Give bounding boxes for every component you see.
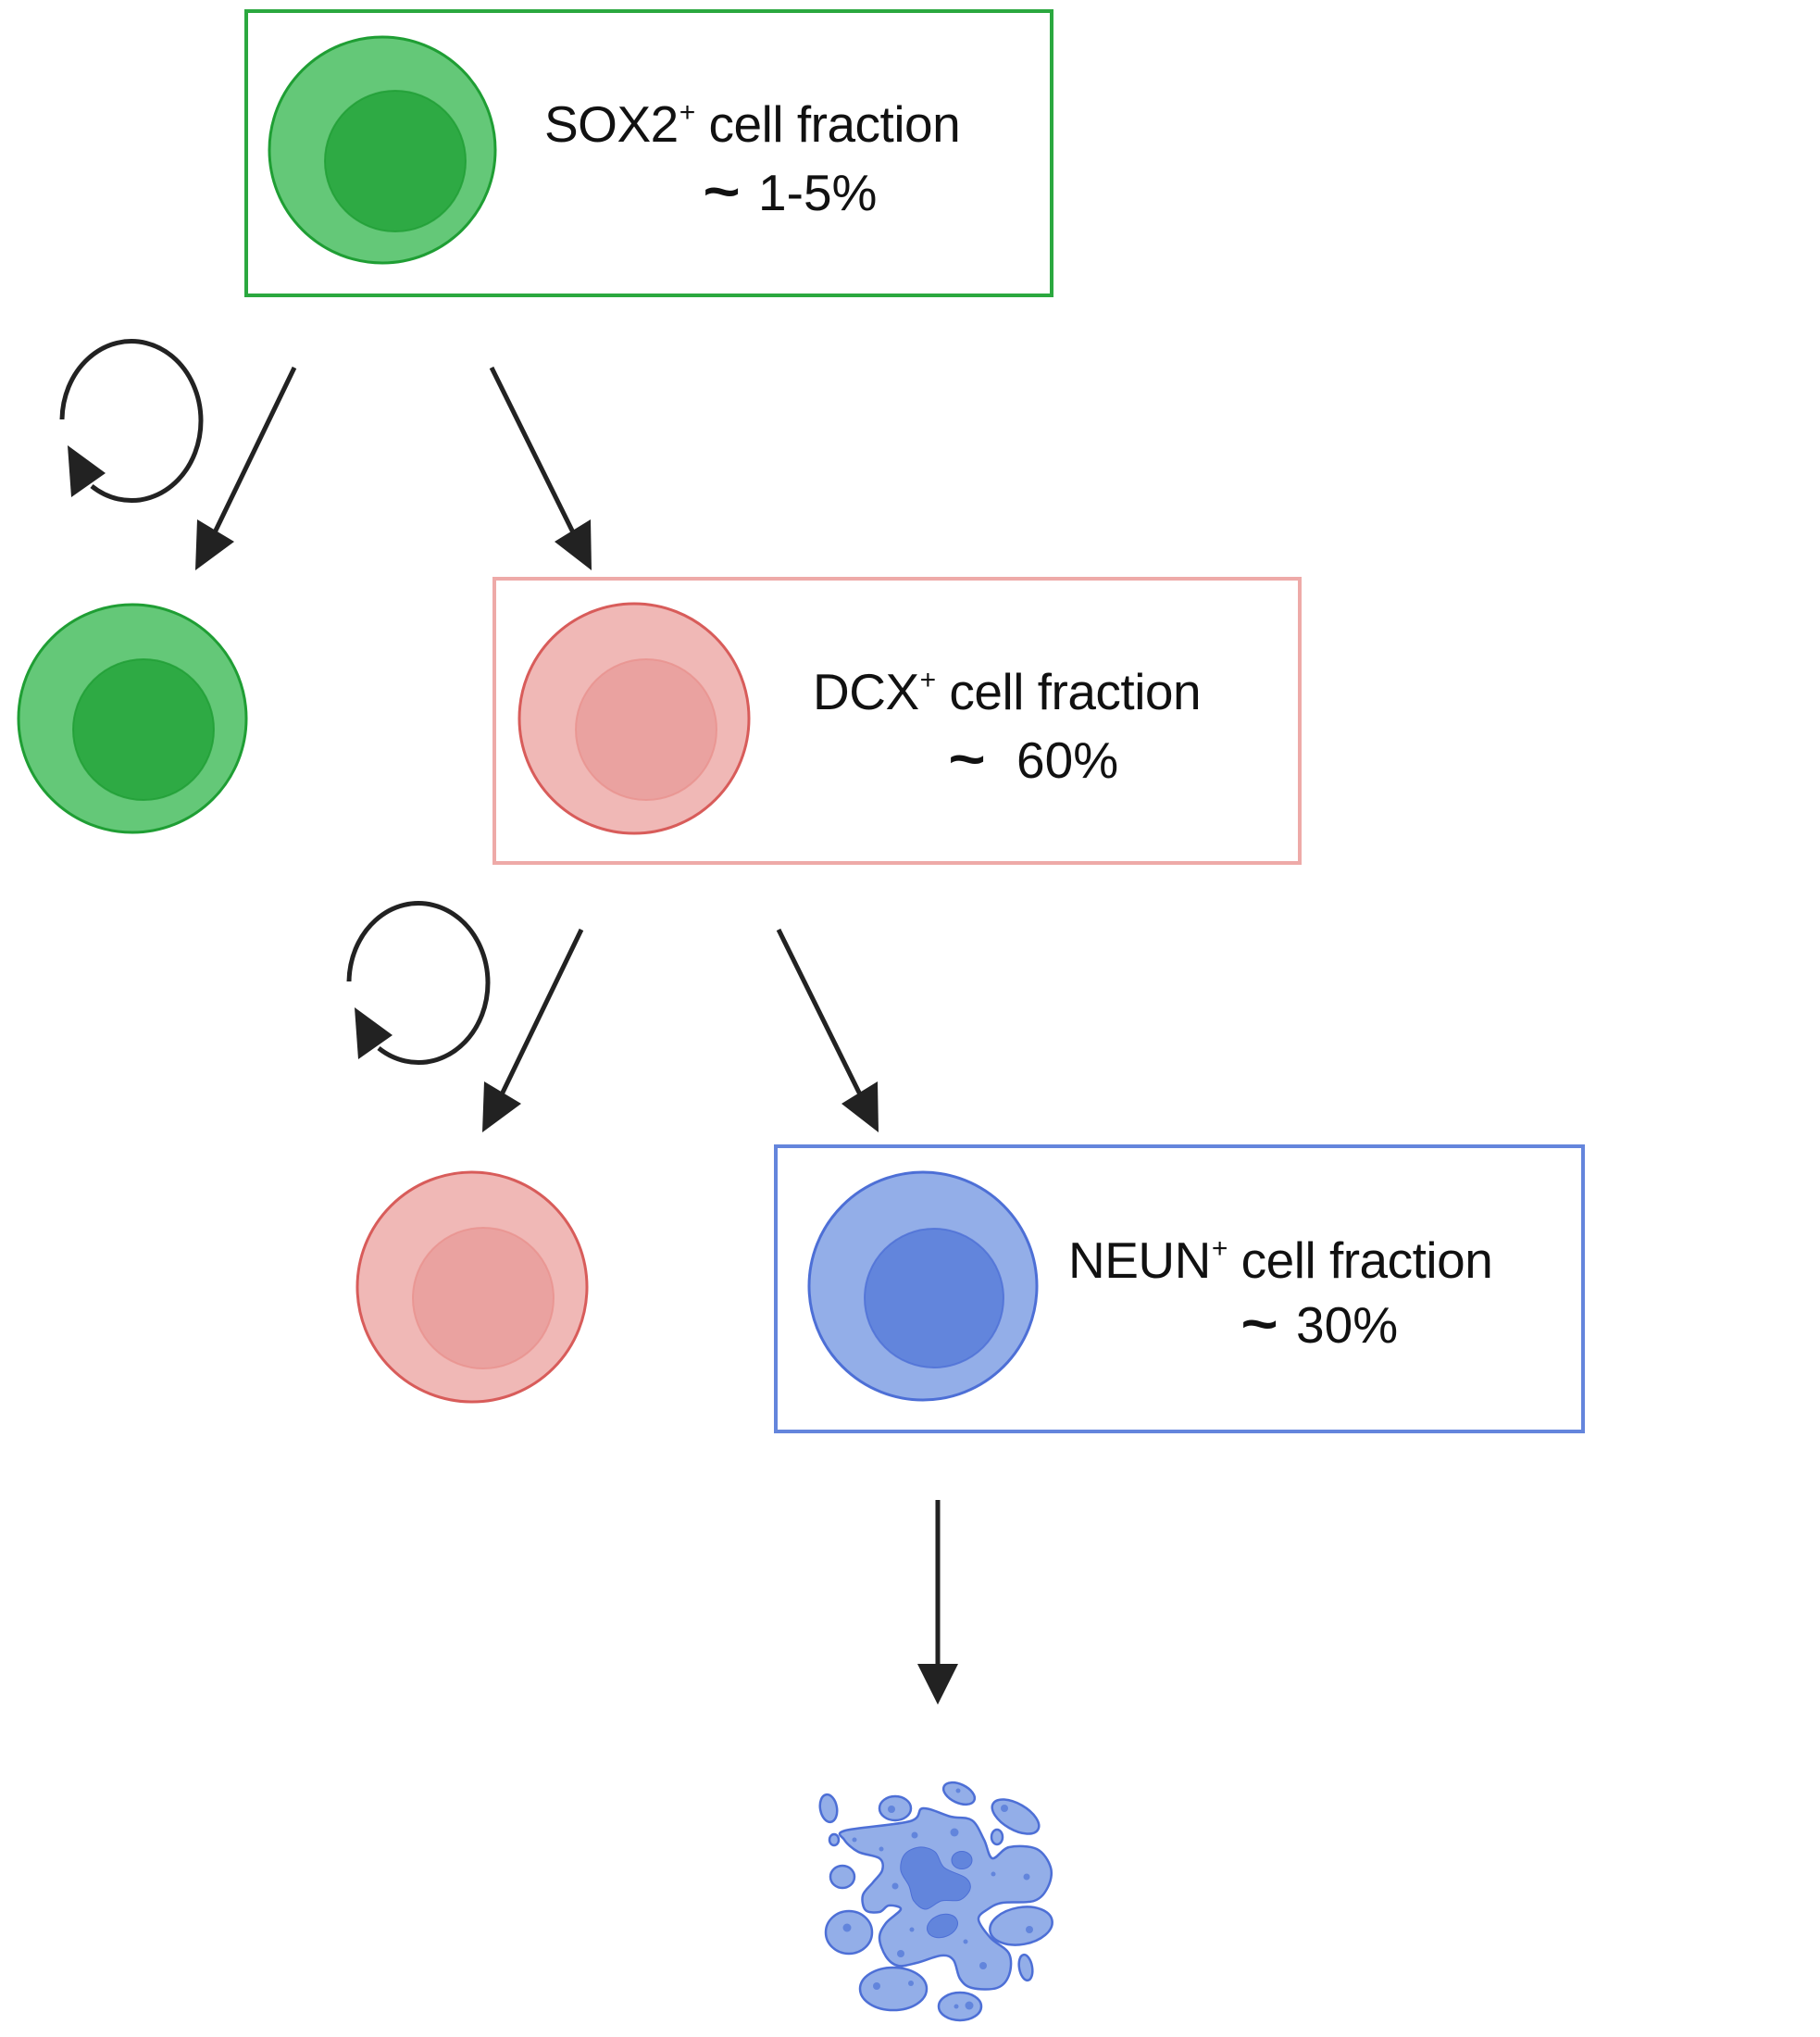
dcx-daughter-cell-icon <box>355 1170 589 1404</box>
dcx-fraction: ~60% <box>948 728 1119 790</box>
self-renewal-loop-icon <box>59 339 204 504</box>
dcx-suffix: cell fraction <box>935 663 1202 720</box>
dcx-cell-icon <box>517 602 751 835</box>
approx-symbol: ~ <box>1240 1293 1278 1355</box>
apoptotic-fragment <box>1017 1953 1034 1982</box>
sox2-stage-box <box>244 9 1053 297</box>
sox2-suffix: cell fraction <box>694 95 961 153</box>
sox2-transitions <box>59 339 592 570</box>
approx-symbol: ~ <box>948 728 986 790</box>
dcx-label: DCX+ cell fraction <box>813 665 1202 718</box>
arrow-down-right-icon <box>489 366 592 570</box>
apoptotic-fragment <box>990 1828 1004 1846</box>
granule <box>842 1923 852 1932</box>
granule <box>911 1831 918 1839</box>
sox2-daughter-cell-icon <box>17 603 248 834</box>
neun-superscript: + <box>1211 1233 1228 1264</box>
sox2-fraction-value: 1-5% <box>758 164 878 221</box>
granule <box>979 1962 987 1969</box>
arrow-down-left-icon <box>195 366 297 570</box>
granule <box>873 1982 880 1990</box>
granule <box>908 1981 914 1986</box>
dcx-superscript: + <box>919 665 937 695</box>
apoptotic-fragment <box>824 1909 874 1956</box>
apoptotic-cell-icon <box>818 1781 1053 2022</box>
apoptotic-fragment <box>941 1781 977 1806</box>
granule <box>963 1939 968 1944</box>
nuclear-fragment <box>951 1851 973 1869</box>
granule <box>1001 1805 1008 1812</box>
apoptotic-fragment <box>818 1793 839 1824</box>
apoptotic-fragment <box>828 1832 841 1847</box>
granule <box>897 1950 904 1957</box>
neun-stage-box <box>774 1144 1585 1433</box>
apoptotic-fragment <box>829 1864 856 1890</box>
apoptotic-fragment <box>858 1966 929 2012</box>
nuclear-fragment <box>900 1846 971 1910</box>
granule <box>950 1828 959 1837</box>
self-renewal-loop-icon <box>346 901 491 1066</box>
granule <box>891 1882 899 1890</box>
granule <box>965 2001 974 2010</box>
granule <box>888 1806 895 1813</box>
arrow-down-right-icon <box>776 928 879 1132</box>
arrow-down-left-icon <box>482 928 584 1132</box>
granule <box>991 1871 996 1877</box>
neun-cell-icon <box>807 1170 1039 1402</box>
granule <box>909 1927 915 1932</box>
arrow-down-icon <box>917 1500 958 1705</box>
dcx-fraction-value: 60% <box>1016 731 1119 789</box>
neun-marker: NEUN <box>1068 1231 1211 1289</box>
apoptotic-fragment <box>989 1906 1053 1946</box>
sox2-cell-icon <box>268 35 497 265</box>
apoptotic-fragment <box>937 1991 983 2022</box>
granule <box>955 1788 961 1793</box>
neun-suffix: cell fraction <box>1227 1231 1493 1289</box>
granule <box>1026 1926 1033 1933</box>
sox2-label: SOX2+ cell fraction <box>544 97 961 150</box>
sox2-marker: SOX2 <box>544 95 679 153</box>
apoptotic-fragment <box>878 1794 913 1822</box>
dcx-stage-box <box>492 577 1302 865</box>
sox2-superscript: + <box>679 97 696 128</box>
granule <box>1023 1873 1030 1881</box>
granule <box>879 1846 884 1852</box>
granule <box>954 2004 959 2009</box>
approx-symbol: ~ <box>703 160 741 222</box>
neun-fraction: ~30% <box>1240 1293 1399 1355</box>
dcx-marker: DCX <box>813 663 919 720</box>
nuclear-fragment <box>927 1913 958 1939</box>
sox2-fraction: ~1-5% <box>703 160 878 222</box>
dcx-transitions <box>346 901 879 1132</box>
neun-label: NEUN+ cell fraction <box>1068 1233 1493 1286</box>
granule <box>852 1837 857 1843</box>
neun-fraction-value: 30% <box>1296 1296 1399 1354</box>
